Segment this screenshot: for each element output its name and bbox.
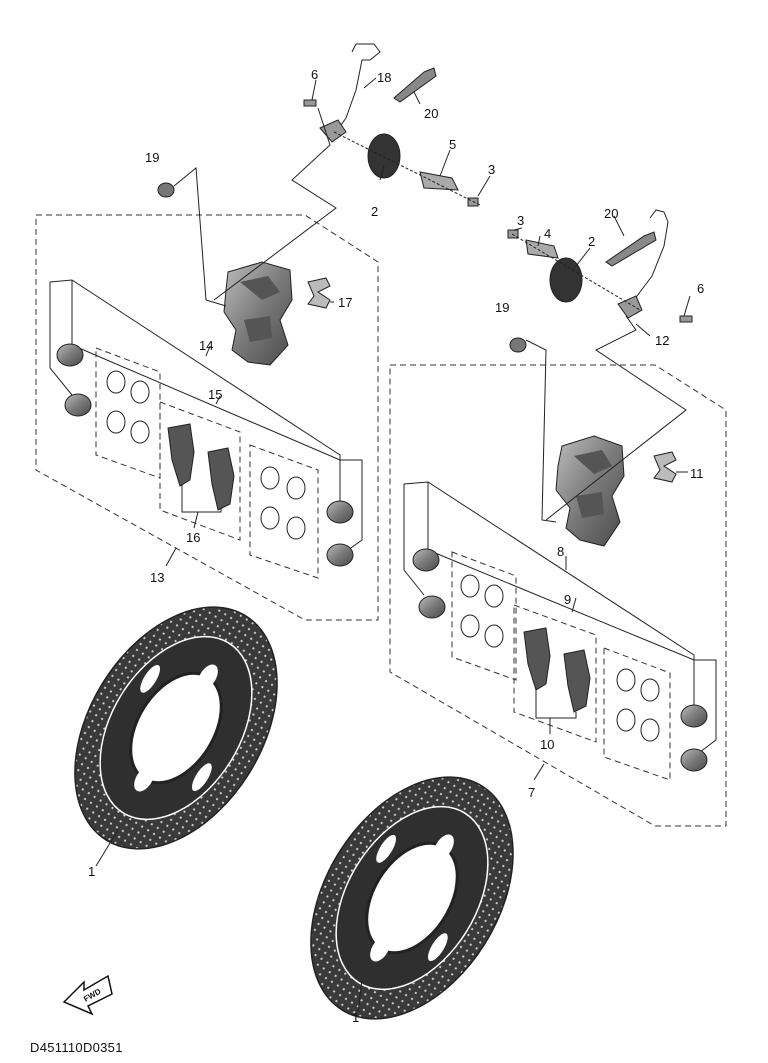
left-piston-kit-frame-top [49, 279, 341, 510]
callout-3-right: 3 [517, 213, 524, 228]
forward-arrow-icon: FWD [62, 974, 113, 1016]
left-bolt-small [303, 99, 317, 107]
right-brake-pad-kit [513, 604, 597, 743]
left-pad-spring [307, 277, 331, 309]
left-piston-kit-frame [49, 282, 73, 396]
callout-1-right-disc: 1 [352, 1010, 359, 1025]
callout-1-left-disc: 1 [88, 864, 95, 879]
callout-20-right: 20 [604, 206, 618, 221]
callout-4: 4 [544, 226, 551, 241]
right-brake-hose-bracket [617, 209, 669, 319]
left-piston [56, 343, 354, 567]
right-nut [507, 229, 519, 239]
left-brake-hose-bracket [319, 43, 381, 143]
left-brake-pad-kit [159, 401, 241, 541]
right-piston-kit-frame-top [403, 481, 695, 705]
callout-19-left: 19 [145, 150, 159, 165]
callout-3-left: 3 [488, 162, 495, 177]
left-caliper-bolt [393, 67, 437, 103]
callout-9: 9 [564, 592, 571, 607]
right-brake-disc [310, 776, 514, 1020]
callout-13: 13 [150, 570, 164, 585]
right-piston [412, 548, 708, 772]
left-piston-kit-frame-right [71, 280, 363, 551]
callout-10: 10 [540, 737, 554, 752]
callout-6-right: 6 [697, 281, 704, 296]
callout-2-left: 2 [371, 204, 378, 219]
right-piston-kit-frame [403, 484, 425, 596]
callout-14: 14 [199, 338, 213, 353]
callout-19-right: 19 [495, 300, 509, 315]
left-seal-kit [95, 347, 319, 579]
right-caliper-bolt [605, 231, 657, 267]
callout-18: 18 [377, 70, 391, 85]
callout-8: 8 [557, 544, 564, 559]
right-disc-cover [549, 257, 583, 303]
callout-11: 11 [690, 466, 704, 481]
left-sensor-bracket [419, 171, 459, 191]
right-sensor-bracket [525, 239, 559, 259]
right-piston-kit-frame-right [427, 482, 717, 753]
right-seal-kit [451, 551, 671, 781]
left-brake-disc [74, 606, 278, 850]
callout-5: 5 [449, 137, 456, 152]
document-code: D451110D0351 [30, 1040, 123, 1055]
left-caliper-assembly-outline [35, 214, 379, 621]
callout-2-right: 2 [588, 234, 595, 249]
right-caliper-body [555, 435, 625, 547]
callout-6-left: 6 [311, 67, 318, 82]
callout-17: 17 [338, 295, 352, 310]
left-disc-cover [367, 133, 401, 179]
callout-15: 15 [208, 387, 222, 402]
callout-20-left: 20 [424, 106, 438, 121]
callout-7: 7 [528, 785, 535, 800]
callout-16: 16 [186, 530, 200, 545]
left-caliper-body [223, 261, 293, 366]
right-caliper-assembly-outline [389, 364, 727, 827]
right-pad-spring [653, 451, 677, 483]
right-bolt-small [679, 315, 693, 323]
callout-12: 12 [655, 333, 669, 348]
right-cap-19 [509, 337, 527, 353]
left-cap-19 [157, 182, 175, 198]
